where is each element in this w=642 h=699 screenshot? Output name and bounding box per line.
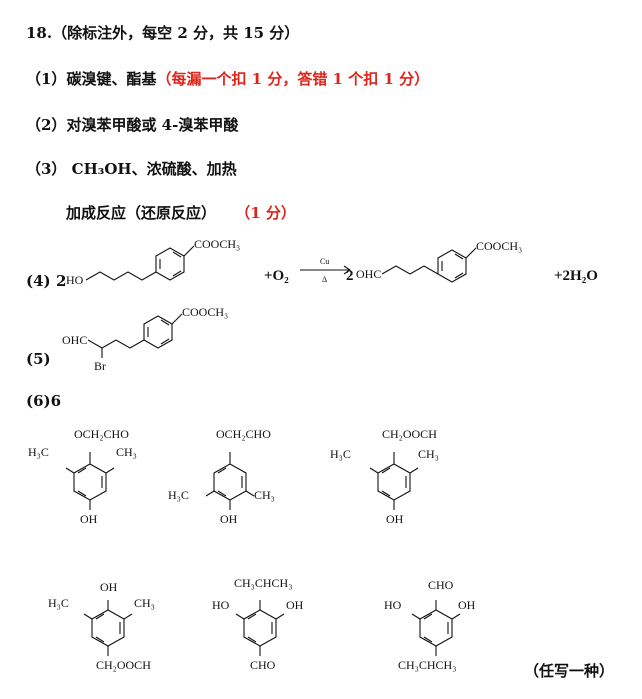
structure-3-top: CH₂OOCH: [382, 427, 437, 441]
part-5-label: (5): [26, 350, 51, 368]
structure-3-left: H₃C: [330, 447, 351, 461]
reactant-carbon-chain: [85, 271, 157, 281]
part-1-scoring-note: （每漏一个扣 1 分，答错 1 个扣 1 分）: [156, 70, 430, 88]
reactant-ester-group: COOCH₃: [194, 237, 240, 251]
part-3-scoring-note: （1 分）: [235, 204, 296, 222]
part-4-product-structure: OHC COOCH₃: [356, 239, 522, 283]
structure-6-bottom: CH₃CHCH₃: [398, 658, 457, 672]
part-4-coefficient-product: 2: [346, 268, 354, 284]
part-4-plus-water: +2H₂O: [554, 268, 598, 284]
part-3-line-1: （3） CH₃OH、浓硫酸、加热: [26, 158, 237, 179]
structure-4-bottom: CH₂OOCH: [96, 658, 151, 672]
catalyst-label: Cu: [320, 257, 329, 266]
structure-6-left: HO: [384, 598, 402, 612]
structure-1-left: H₃C: [28, 445, 49, 459]
part-5-ester-group: COOCH₃: [182, 305, 228, 319]
product-ohc-group: OHC: [356, 267, 381, 281]
structure-4-left: H₃C: [48, 596, 69, 610]
structure-2-left: H₃C: [168, 488, 189, 502]
structure-5-left: HO: [212, 598, 230, 612]
part-3-label: （3）: [26, 160, 67, 178]
part-5-carbon-chain: [87, 339, 145, 349]
reaction-arrow: Cu Δ: [300, 257, 351, 284]
structure-6-right: OH: [458, 598, 476, 612]
question-header: 18.（除标注外，每空 2 分，共 15 分）: [26, 24, 300, 42]
structure-4-right: CH₃: [134, 596, 155, 610]
structure-3-bottom: OH: [386, 512, 404, 526]
structure-1-right: CH₃: [116, 445, 137, 459]
structure-2-right: CH₃: [254, 488, 275, 502]
part-6-label: (6): [26, 392, 51, 410]
product-carbon-chain: [381, 265, 439, 275]
part-2-answer: 对溴苯甲酸或 4-溴苯甲酸: [66, 116, 239, 134]
part-1: （1）碳溴键、酯基（每漏一个扣 1 分，答错 1 个扣 1 分）: [26, 68, 429, 89]
part-4-label: (4): [26, 272, 51, 290]
structure-1-bottom: OH: [80, 512, 98, 526]
part-2: （2）对溴苯甲酸或 4-溴苯甲酸: [26, 114, 238, 135]
structure-5-top: CH₃CHCH₃: [234, 576, 293, 590]
structure-5-bottom: CHO: [250, 658, 276, 672]
part-6-count: 6: [50, 392, 62, 410]
part-3-reagents: CH₃OH、浓硫酸、加热: [71, 160, 237, 178]
structure-1-top: OCH₂CHO: [74, 427, 129, 441]
structure-3-right: CH₃: [418, 447, 439, 461]
structure-4-top: OH: [100, 580, 118, 594]
part-4-coefficient-reactant: 2: [56, 272, 67, 290]
reactant-ho-group: HO: [66, 273, 84, 287]
part-1-answer: 碳溴键、酯基: [66, 70, 157, 88]
part-4-reactant-structure: HO COOCH₃: [66, 237, 240, 287]
heat-label: Δ: [322, 275, 327, 284]
product-ester-group: COOCH₃: [476, 239, 522, 253]
part-1-label: （1）: [26, 70, 67, 88]
part-3-reaction-type: 加成反应（还原反应）: [66, 204, 217, 222]
part-5-structure: OHC Br COOCH₃: [62, 305, 228, 373]
part-6-note: （任写一种）: [524, 662, 615, 680]
structure-2-top: OCH₂CHO: [216, 427, 271, 441]
part-6-header: (6)6: [26, 392, 61, 410]
part-2-label: （2）: [26, 116, 67, 134]
part-4-plus-oxygen: +O₂: [264, 268, 289, 284]
part-3-line-2: 加成反应（还原反应） （1 分）: [66, 202, 296, 223]
structure-6-top: CHO: [428, 578, 454, 592]
structure-5-right: OH: [286, 598, 304, 612]
part-5-br-group: Br: [94, 359, 106, 373]
structure-2-bottom: OH: [220, 512, 238, 526]
part-5-ohc-group: OHC: [62, 333, 87, 347]
